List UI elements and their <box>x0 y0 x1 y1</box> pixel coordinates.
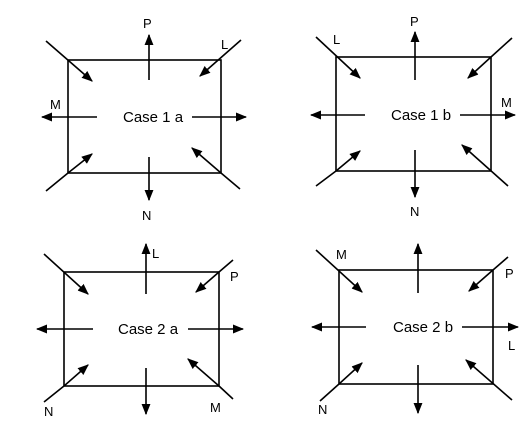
diagram-case-1a: P L M N Case 1 a <box>40 16 248 223</box>
shear-arrow-bottom-right <box>461 144 509 187</box>
shear-line-bottom-left <box>45 172 69 192</box>
shear-line-bottom-left <box>315 170 337 187</box>
element-square <box>335 56 492 172</box>
shear-arrow-bottom-right <box>187 358 220 387</box>
case-caption: Case 2 a <box>118 321 179 338</box>
label-top-right: P <box>505 266 514 281</box>
case-caption: Case 1 b <box>391 107 451 124</box>
label-right: L <box>508 338 515 353</box>
shear-line-top-right <box>490 37 513 58</box>
label-top-right: L <box>221 37 228 52</box>
label-bottom: N <box>142 208 151 223</box>
shear-line-bottom-left <box>43 385 65 403</box>
label-top-left: M <box>336 247 347 262</box>
shear-line-bottom-right <box>220 172 241 190</box>
shear-arrow-top-left <box>43 253 89 295</box>
label-top-right: P <box>230 269 239 284</box>
shear-arrow-top-left <box>45 40 93 82</box>
diagram-case-2b: M P L N Case 2 b <box>310 242 520 417</box>
shear-arrow-bottom-right <box>465 359 513 401</box>
label-top: P <box>143 16 152 31</box>
label-bottom: N <box>410 204 419 219</box>
shear-arrow-top-right <box>467 56 492 79</box>
shear-arrow-top-right <box>468 269 494 292</box>
label-top: L <box>152 246 159 261</box>
shear-arrow-top-right <box>199 39 242 77</box>
shear-line-bottom-left <box>319 383 340 402</box>
label-right: M <box>501 95 512 110</box>
shear-line-top-right <box>492 256 509 271</box>
shear-arrow-bottom-left <box>338 362 363 385</box>
label-bottom-left: N <box>44 404 53 419</box>
diagram-case-1b: P L M N Case 1 b <box>309 14 517 219</box>
shear-arrow-bottom-left <box>335 150 361 172</box>
shear-arrow-bottom-left <box>63 364 89 387</box>
label-bottom-right: M <box>210 400 221 415</box>
shear-line-bottom-right <box>218 385 234 400</box>
label-left: M <box>50 97 61 112</box>
label-bottom-left: N <box>318 402 327 417</box>
case-caption: Case 1 a <box>123 109 184 126</box>
diagram-case-2a: L P N M Case 2 a <box>35 242 245 419</box>
shear-arrow-bottom-left <box>67 153 93 174</box>
shear-arrow-bottom-right <box>191 147 222 174</box>
label-top: P <box>410 14 419 29</box>
shear-line-top-right <box>218 259 234 273</box>
case-caption: Case 2 b <box>393 319 453 336</box>
shear-arrow-top-left <box>315 249 363 293</box>
label-top-left: L <box>333 32 340 47</box>
shear-arrow-top-left <box>315 36 361 79</box>
shear-arrow-top-right <box>195 271 220 293</box>
